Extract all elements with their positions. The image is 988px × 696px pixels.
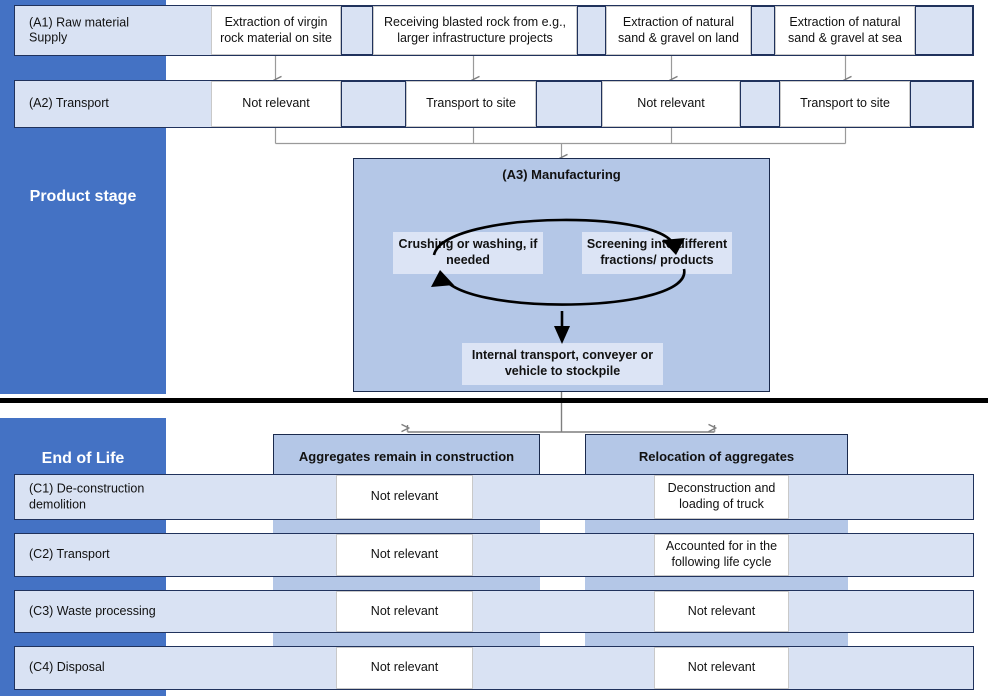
cell-c1-2[interactable]: Deconstruction and loading of truck [654,475,789,519]
row-a1-label: (A1) Raw material Supply [29,14,130,45]
eol-band-col2-a [585,520,848,533]
cell-a2-2[interactable]: Transport to site [406,81,536,127]
row-c1-bar: (C1) De-construction demolition [14,474,974,520]
cell-a1-3[interactable]: Extraction of natural sand & gravel on l… [606,6,751,55]
chip-a2-2 [536,81,602,127]
eol-band-col2-b [585,577,848,590]
chip-a1-4 [915,6,973,55]
cell-c4-1[interactable]: Not relevant [336,647,473,689]
cell-a2-4[interactable]: Transport to site [780,81,910,127]
cell-a2-1[interactable]: Not relevant [211,81,341,127]
cell-a1-1[interactable]: Extraction of virgin rock material on si… [211,6,341,55]
cell-c3-1[interactable]: Not relevant [336,591,473,632]
cell-a2-3[interactable]: Not relevant [602,81,740,127]
cell-a1-2[interactable]: Receiving blasted rock from e.g., larger… [373,6,577,55]
row-c3-label: (C3) Waste processing [29,603,156,618]
chip-a1-3 [751,6,775,55]
cell-c2-1[interactable]: Not relevant [336,534,473,576]
a3-title: (A3) Manufacturing [502,167,621,182]
eol-band-col2-c [585,633,848,646]
a3-box-screening[interactable]: Screening into different fractions/ prod… [582,232,732,274]
eol-band-col1-a [273,520,540,533]
a3-manufacturing-panel: (A3) Manufacturing Crushing or washing, … [353,158,770,392]
cell-c4-2[interactable]: Not relevant [654,647,789,689]
chip-a1-1 [341,6,373,55]
stage-divider [0,398,988,403]
a3-box-crushing[interactable]: Crushing or washing, if needed [393,232,543,274]
row-c4-bar: (C4) Disposal [14,646,974,690]
a3-box-internal-transport[interactable]: Internal transport, conveyer or vehicle … [462,343,663,385]
chip-a2-4 [910,81,973,127]
product-stage-text: Product stage [29,188,137,205]
chip-a2-3 [740,81,780,127]
row-c4-label: (C4) Disposal [29,660,105,675]
eol-band-col1-b [273,577,540,590]
cell-a1-4[interactable]: Extraction of natural sand & gravel at s… [775,6,915,55]
cell-c2-2[interactable]: Accounted for in the following life cycl… [654,534,789,576]
eol-band-col1-c [273,633,540,646]
cell-c3-2[interactable]: Not relevant [654,591,789,632]
row-c2-bar: (C2) Transport [14,533,974,577]
cell-c1-1[interactable]: Not relevant [336,475,473,519]
product-stage-label: Product stage [0,0,166,394]
chip-a2-1 [341,81,406,127]
end-of-life-text: End of Life [41,450,125,467]
chip-a1-2 [577,6,606,55]
row-a2-label: (A2) Transport [29,96,109,111]
row-c3-bar: (C3) Waste processing [14,590,974,633]
row-c2-label: (C2) Transport [29,547,110,562]
row-c1-label: (C1) De-construction demolition [29,481,145,511]
eol-column-header-1[interactable]: Aggregates remain in construction [273,434,540,480]
